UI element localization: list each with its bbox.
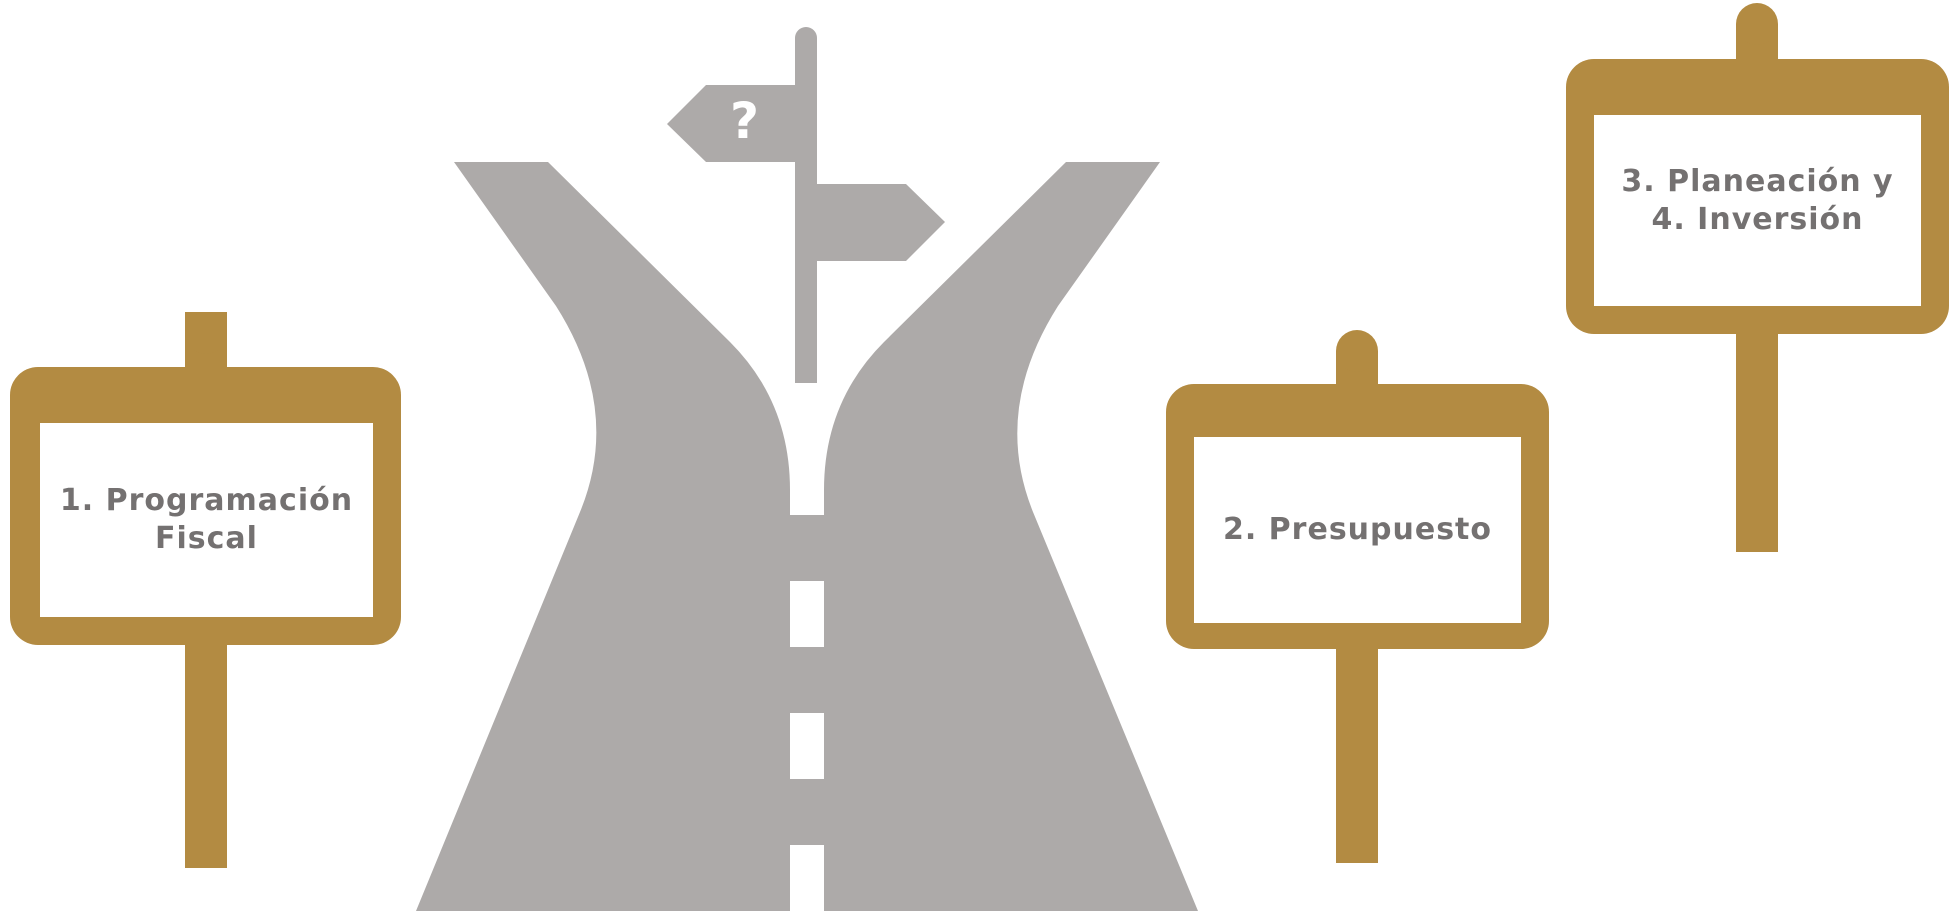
sign-1-line-2: Fiscal [60,520,353,558]
sign-3-line-1: 3. Planeación y [1621,163,1893,201]
signpost-arrow-right [812,184,945,261]
road-left-half [416,162,790,911]
sign-2-label: 2. Presupuesto [1194,437,1521,623]
sign-3-line-2: 4. Inversión [1621,201,1893,239]
road-right-half [824,162,1198,911]
sign-1-label: 1. Programación Fiscal [40,423,373,617]
sign-3-label: 3. Planeación y 4. Inversión [1594,115,1921,306]
road-center-gap-3 [788,779,826,845]
road-center-gap-2 [788,647,826,713]
signpost-question-mark: ? [730,96,759,146]
sign-1-line-1: 1. Programación [60,482,353,520]
signpost-pole-cap [795,27,817,49]
sign-2-line-1: 2. Presupuesto [1223,511,1492,549]
road-center-gap-1 [788,515,826,581]
